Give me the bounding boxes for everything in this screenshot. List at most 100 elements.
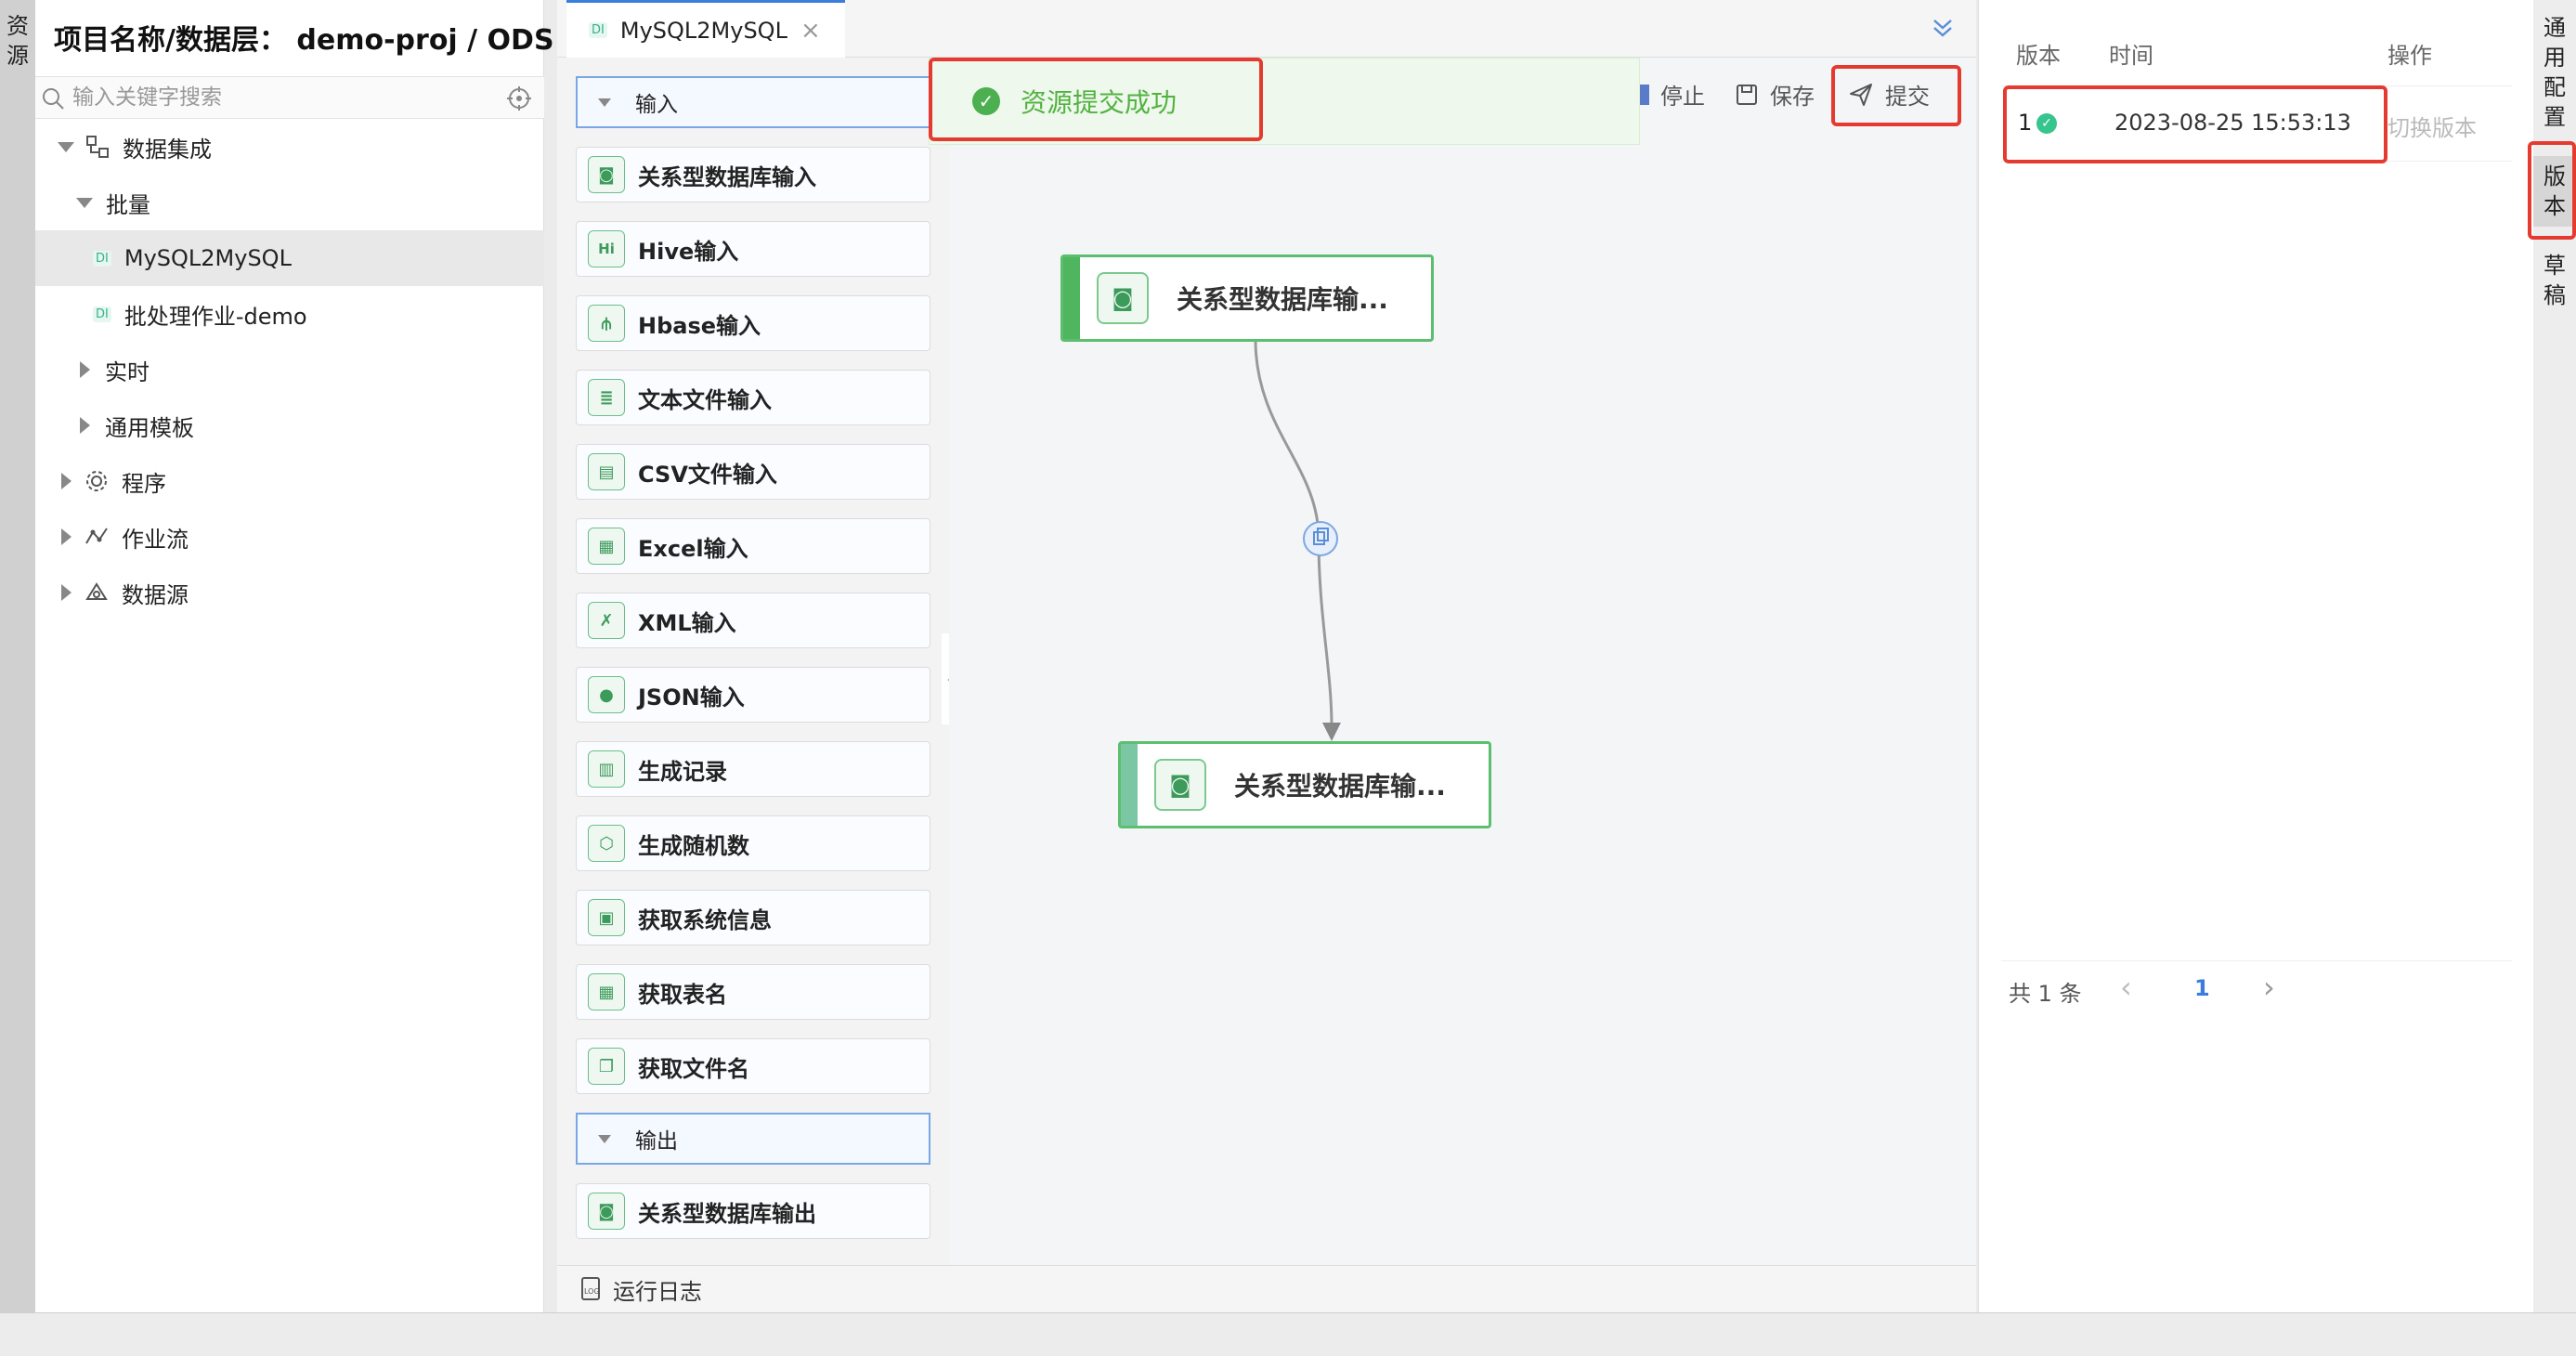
palette-item-label: CSV文件输入 — [638, 461, 777, 488]
palette-item[interactable]: ◙关系型数据库输出 — [576, 1183, 930, 1239]
search-icon — [43, 88, 64, 110]
flow-node-target[interactable]: ◙ 关系型数据库输... — [1118, 741, 1491, 828]
tab-label: MySQL2MySQL — [619, 17, 787, 44]
palette-group-label: 输出 — [635, 1129, 678, 1154]
tab-version[interactable]: 版 本 — [2533, 156, 2576, 227]
tree-node-datasource[interactable]: 数据源 — [35, 565, 544, 620]
search-input[interactable] — [72, 83, 481, 112]
log-icon: LOG — [581, 1277, 600, 1300]
di-badge-icon: DI — [93, 306, 111, 322]
tree-node-workflow[interactable]: 作业流 — [35, 509, 544, 565]
system-info-icon: ▣ — [588, 899, 625, 936]
tree-label: 作业流 — [122, 526, 189, 553]
palette-item[interactable]: ◙关系型数据库输入 — [576, 147, 930, 202]
version-row-highlight — [2003, 85, 2387, 163]
caret-right-icon[interactable] — [61, 584, 72, 601]
palette-item[interactable]: ▦获取表名 — [576, 964, 930, 1020]
palette-item-label: 获取表名 — [638, 981, 727, 1008]
palette-item[interactable]: ▥生成记录 — [576, 741, 930, 797]
project-title: 项目名称/数据层： demo-proj / ODS — [54, 24, 554, 57]
check-circle-icon: ✓ — [972, 87, 1000, 115]
palette-item[interactable]: ▤CSV文件输入 — [576, 444, 930, 500]
check-circle-icon: ✓ — [2036, 113, 2057, 134]
caret-down-icon[interactable] — [58, 141, 74, 152]
palette-item[interactable]: ✗XML输入 — [576, 593, 930, 648]
tree-node-templates[interactable]: 通用模板 — [35, 398, 544, 453]
palette-item-label: 生成随机数 — [638, 832, 749, 859]
file-name-icon: ❐ — [588, 1048, 625, 1085]
node-label: 关系型数据库输... — [1177, 284, 1388, 315]
locate-icon[interactable] — [507, 86, 531, 111]
tree-node-realtime[interactable]: 实时 — [35, 342, 544, 398]
tab-draft[interactable]: 草 稿 — [2543, 251, 2566, 310]
palette-item[interactable]: ● JSON输入 — [576, 667, 930, 723]
close-icon[interactable]: × — [800, 16, 821, 45]
column-header-time: 时间 — [2109, 43, 2153, 69]
caret-down-icon — [598, 98, 611, 107]
caret-down-icon[interactable] — [76, 197, 93, 208]
flow-node-source[interactable]: ◙ 关系型数据库输... — [1060, 254, 1434, 342]
tab-mysql2mysql[interactable]: DI MySQL2MySQL × — [566, 0, 845, 58]
tree-node-batch-demo[interactable]: DI 批处理作业-demo — [35, 286, 544, 342]
palette-item[interactable]: ❐获取文件名 — [576, 1038, 930, 1094]
caret-right-icon[interactable] — [61, 528, 72, 545]
tree-label: 实时 — [105, 359, 150, 385]
version-panel: 版本 时间 操作 1 ✓ 2023-08-25 15:53:13 切换版本 共 … — [1978, 0, 2533, 1312]
submit-highlight — [1831, 65, 1961, 126]
palette-group-input[interactable]: 输入 — [576, 76, 930, 128]
switch-version-link[interactable]: 切换版本 — [2387, 115, 2477, 141]
palette-item[interactable]: ▣ 获取系统信息 — [576, 890, 930, 945]
bottom-status-bar — [0, 1312, 2576, 1356]
submit-button[interactable]: 提交 — [1848, 78, 1930, 111]
submit-label: 提交 — [1885, 84, 1930, 110]
resource-tab-char: 源 — [7, 43, 29, 69]
resource-tab-char: 资 — [7, 13, 29, 39]
tree-node-batch[interactable]: 批量 — [35, 175, 544, 230]
pagination-page[interactable]: 1 — [2194, 975, 2210, 1001]
xml-file-icon: ✗ — [588, 602, 625, 639]
palette-item-label: Hive输入 — [638, 238, 739, 265]
caret-right-icon[interactable] — [80, 361, 90, 378]
tree-node-mysql2mysql[interactable]: DI MySQL2MySQL — [35, 230, 544, 286]
collapse-icon[interactable] — [1930, 15, 1956, 41]
node-status-bar — [1121, 744, 1138, 826]
palette-item[interactable]: ≣ 文本文件输入 — [576, 370, 930, 425]
tree-node-program[interactable]: 程序 — [35, 453, 544, 509]
stop-button[interactable]: 停止 — [1640, 78, 1705, 111]
save-button[interactable]: 保存 — [1735, 78, 1815, 111]
palette-group-output[interactable]: 输出 — [576, 1113, 930, 1165]
caret-right-icon[interactable] — [80, 417, 90, 434]
palette-item-label: Hbase输入 — [638, 312, 761, 339]
tree-label: 程序 — [122, 470, 166, 497]
run-log-bar[interactable]: LOG 运行日志 — [557, 1265, 1976, 1312]
tree-label: MySQL2MySQL — [124, 245, 292, 271]
version-number: 1 — [2018, 110, 2033, 136]
pagination-prev[interactable]: ‹ — [2120, 970, 2132, 1005]
resource-side-tab[interactable]: 资 源 — [0, 0, 35, 1312]
text-file-icon: ≣ — [588, 379, 625, 416]
integration-icon — [86, 136, 109, 158]
tab-general-config[interactable]: 通 用 配 置 — [2543, 13, 2566, 132]
palette-item-label: 生成记录 — [638, 758, 727, 785]
database-output-icon: ◙ — [588, 1193, 625, 1230]
palette-item-label: JSON输入 — [638, 684, 745, 711]
save-icon — [1737, 84, 1757, 105]
database-output-icon: ◙ — [1154, 759, 1206, 811]
flow-canvas[interactable]: ◙ 关系型数据库输... ◙ 关系型数据库输... — [949, 58, 1976, 1265]
tree-label: 批量 — [106, 191, 150, 218]
tree-node-data-integration[interactable]: 数据集成 — [35, 119, 544, 175]
pagination-next[interactable]: › — [2263, 970, 2275, 1005]
tab-char: 稿 — [2543, 282, 2566, 308]
palette-item-label: 文本文件输入 — [638, 386, 772, 413]
di-badge-icon: DI — [93, 250, 111, 267]
palette-item[interactable]: ▦Excel输入 — [576, 518, 930, 574]
palette-item[interactable]: ⫛Hbase输入 — [576, 295, 930, 351]
palette-item[interactable]: ⬡生成随机数 — [576, 815, 930, 871]
json-icon: ● — [588, 676, 625, 713]
caret-right-icon[interactable] — [61, 473, 72, 489]
palette-item-label: 获取系统信息 — [638, 906, 772, 933]
flow-connector — [1254, 339, 1341, 741]
